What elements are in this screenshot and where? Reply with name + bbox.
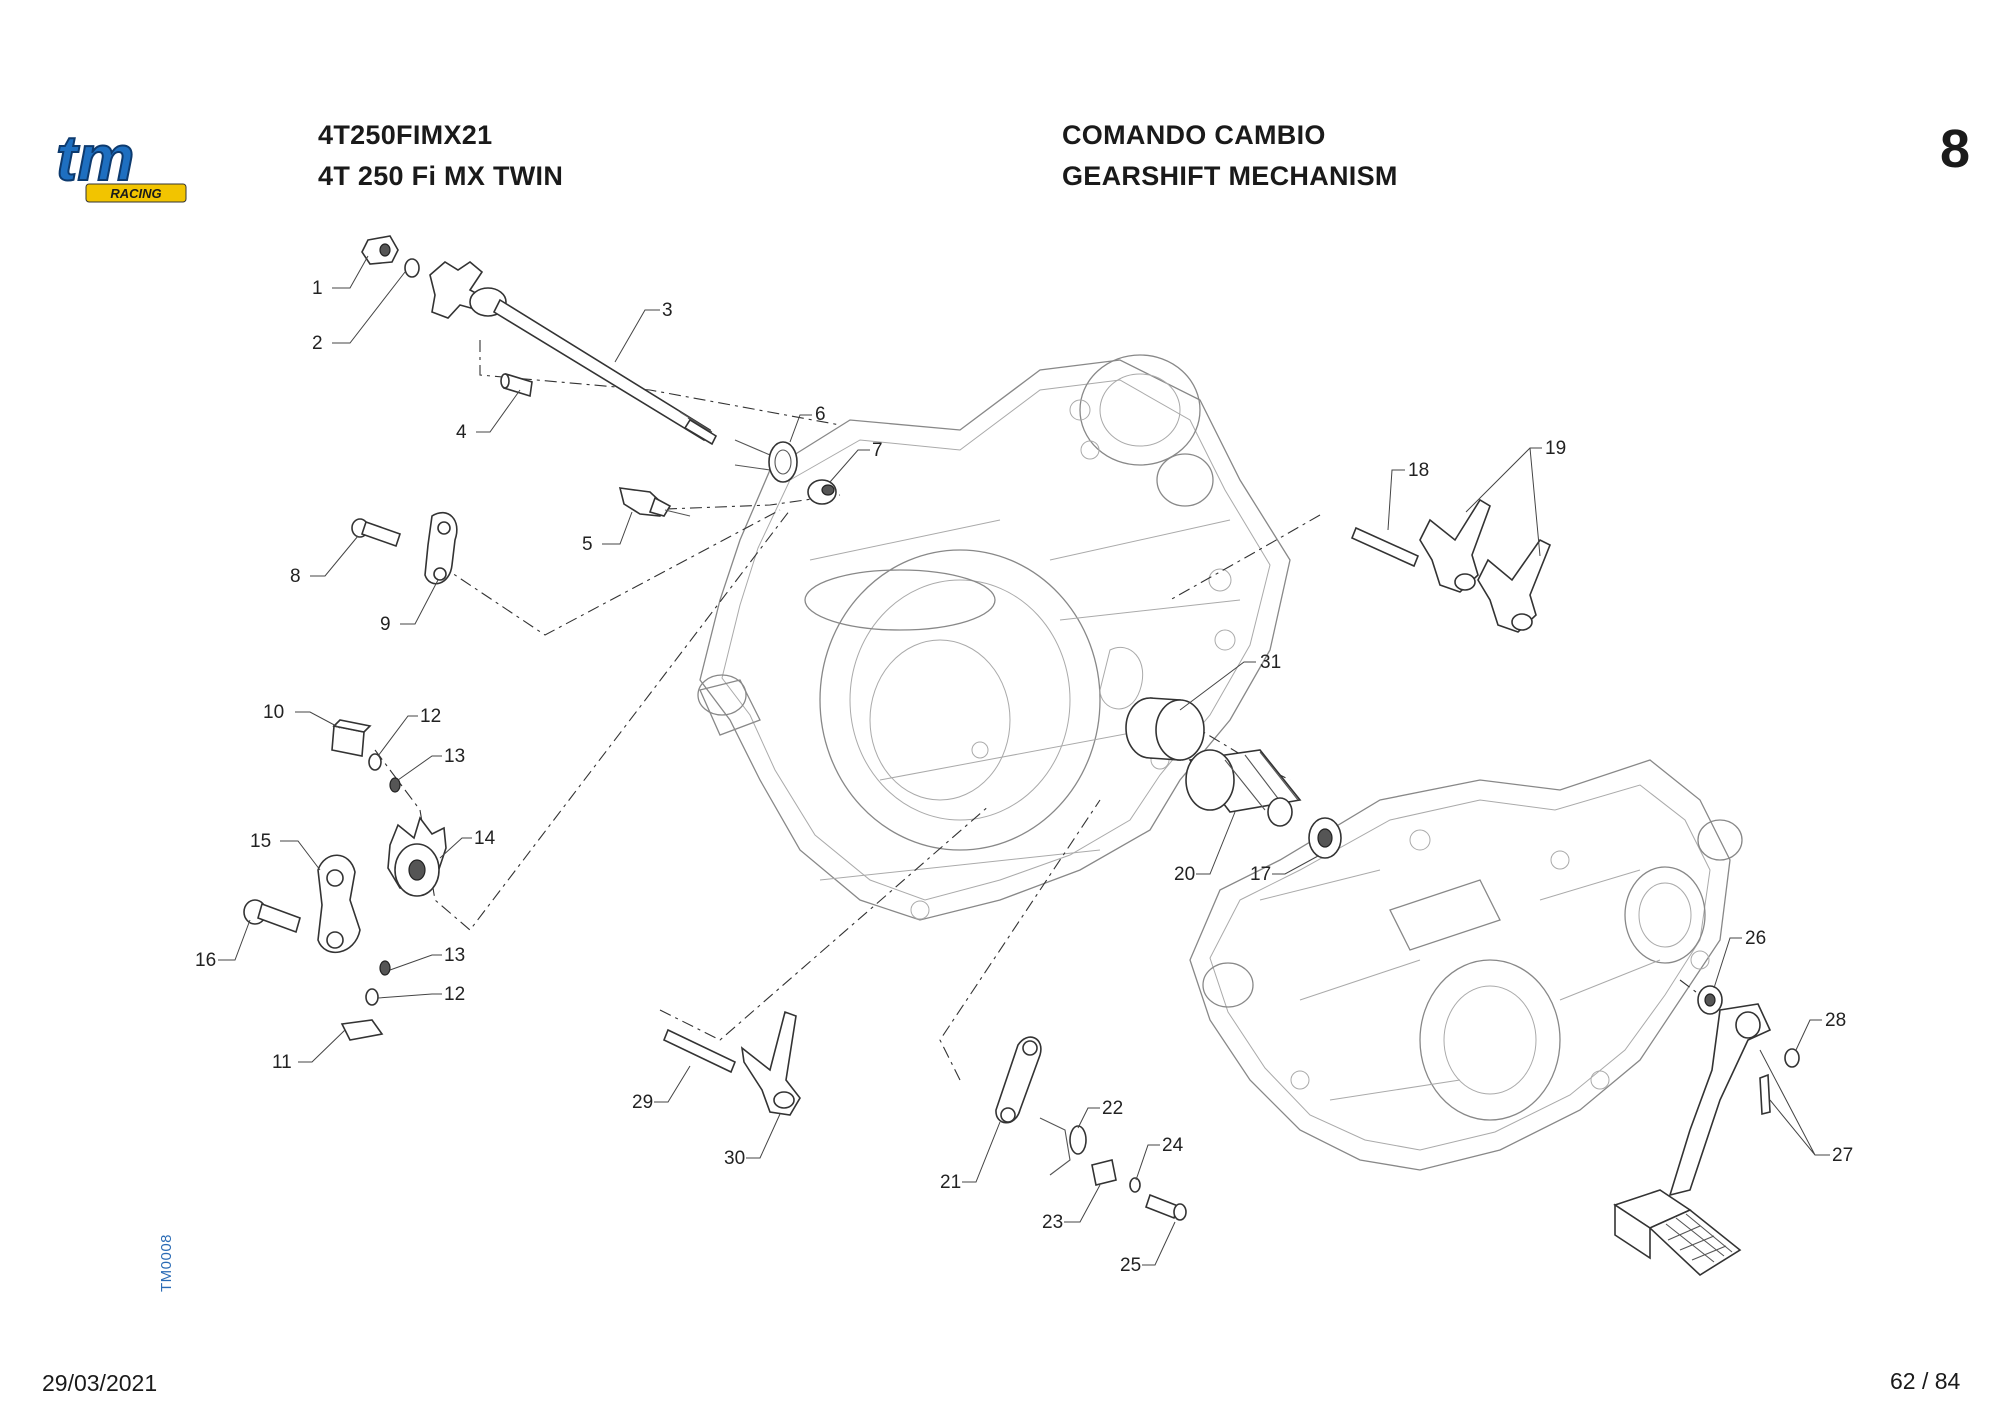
logo-badge [85,183,187,203]
callout-13-lower: 13 [444,945,465,966]
callout-14: 14 [474,828,496,849]
callout-21: 21 [940,1172,961,1193]
part-30-fork [740,1010,801,1116]
part-13-spring-upper [389,777,401,793]
callout-4: 4 [456,422,467,443]
callout-5: 5 [582,534,593,555]
part-15-plate [317,854,361,954]
drawing-code: TM0008 [158,1233,175,1292]
callout-18: 18 [1408,460,1429,481]
part-23-bush [1091,1159,1117,1186]
model-code: 4T250FIMX21 [318,120,493,150]
section-number: 8 [1940,119,1971,179]
part-5-stud [618,487,691,517]
part-14-star-wheel [387,816,447,897]
callout-23: 23 [1042,1212,1063,1233]
part-6-spring [734,439,798,483]
part-1-nut [361,235,399,265]
part-25-bolt [1145,1193,1187,1221]
part-29-pin [662,1028,737,1074]
part-28-ring [1784,1048,1800,1068]
callout-12-upper: 12 [420,706,441,727]
part-26-oil-seal [1697,985,1723,1015]
callout-labels: 1 2 3 4 5 6 7 8 9 10 11 12 12 13 13 14 1… [195,278,1853,1276]
callout-16: 16 [195,950,216,971]
callout-13-upper: 13 [444,746,465,767]
part-31-bearing [1125,697,1205,761]
callout-12-lower: 12 [444,984,465,1005]
callout-8: 8 [290,566,301,587]
part-4-pin [500,372,533,398]
callout-6: 6 [815,404,826,425]
part-7-bush [807,479,837,505]
part-20-shift-drum [1185,749,1302,827]
part-16-bolt [243,899,301,934]
logo-subtext: RACING [110,186,161,201]
leader-lines [218,255,1830,1266]
callout-30: 30 [724,1148,745,1169]
part-13-spring-lower [379,960,391,976]
callout-31: 31 [1260,652,1281,673]
callout-22: 22 [1102,1098,1123,1119]
callout-9: 9 [380,614,391,635]
part-3-shift-shaft [429,261,718,446]
section-title-it: COMANDO CAMBIO [1062,120,1326,150]
callout-27: 27 [1832,1145,1853,1166]
callout-10: 10 [263,702,284,723]
callout-2: 2 [312,333,323,354]
callout-15: 15 [250,831,271,852]
part-2-washer [404,258,420,278]
part-24-washer [1129,1177,1141,1193]
footer-date: 29/03/2021 [42,1370,158,1396]
callout-29: 29 [632,1092,653,1113]
left-crankcase [697,354,1291,921]
brand-logo: tm RACING [50,121,220,208]
part-8-screw [351,518,402,548]
part-19-forks [1419,498,1552,633]
footer-page: 62 / 84 [1890,1368,1961,1394]
part-27-gear-pedal [1613,1003,1772,1277]
callout-28: 28 [1825,1010,1846,1031]
logo-text: tm [56,128,134,194]
callout-25: 25 [1120,1255,1141,1276]
model-name: 4T 250 Fi MX TWIN [318,161,564,191]
part-21-arm [995,1036,1042,1124]
callout-19: 19 [1545,438,1566,459]
section-title-en: GEARSHIFT MECHANISM [1062,161,1398,191]
callout-20: 20 [1174,864,1195,885]
callout-1: 1 [312,278,323,299]
callout-26: 26 [1745,928,1766,949]
right-crankcase [1189,759,1743,1171]
callout-24: 24 [1162,1135,1184,1156]
callout-3: 3 [662,300,673,321]
callout-17: 17 [1250,864,1271,885]
tm-racing-logo-graphic: tm RACING [55,121,187,203]
callout-11: 11 [272,1052,292,1073]
part-17-bearing [1308,817,1342,859]
part-11-key [340,1019,384,1041]
part-12-detent-upper [368,753,382,771]
part-22-spring [1039,1117,1087,1176]
part-9-plate [424,511,458,585]
part-10-block [331,719,372,757]
part-18-fork-shaft [1350,526,1420,568]
callout-7: 7 [872,440,883,461]
part-12-detent-lower [365,988,379,1006]
